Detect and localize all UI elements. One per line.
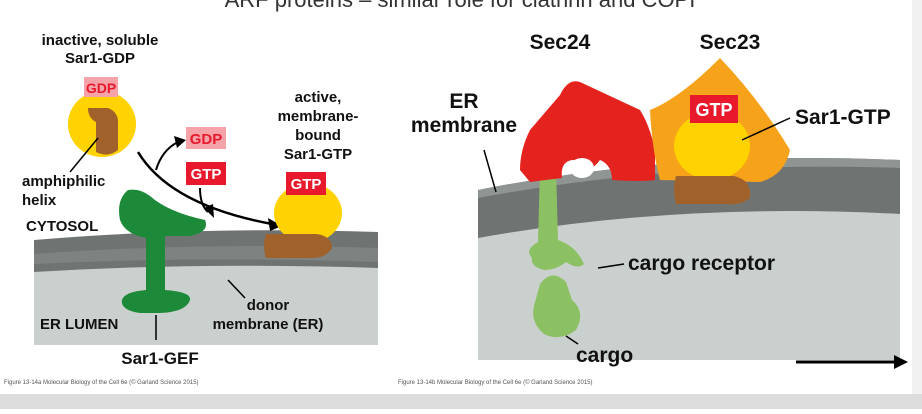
sec23-label: Sec23 — [700, 31, 761, 54]
er-lumen-label: ER LUMEN — [40, 316, 118, 333]
inactive-label: inactive, soluble — [42, 32, 159, 49]
cytosol-label: CYTOSOL — [26, 218, 98, 235]
membrane-label: membrane- — [278, 108, 359, 125]
sar1-gtp-pointer — [741, 117, 791, 141]
right-gtp-badge-bg — [690, 95, 738, 123]
bound-label: bound — [295, 127, 341, 144]
right-sar1-helix — [674, 176, 751, 205]
gdp-release-arrow — [155, 141, 179, 171]
er-label: ER — [449, 90, 478, 113]
slide-header: ARF proteins – similar role for clathrin… — [80, 0, 840, 13]
er-membrane-label: membrane — [411, 114, 517, 137]
next-arrow-head — [894, 355, 908, 369]
sar1-gtp-helix — [264, 234, 332, 258]
gdp-badge-bg — [84, 77, 118, 97]
gtp-in-bg — [186, 162, 226, 185]
right-panel: GTP Sec24 Sec23 ER membrane Sar1-GTP car… — [411, 31, 908, 369]
gdp-release-arrowhead — [174, 136, 186, 148]
sec24-hole — [570, 158, 594, 178]
gtp-in-label: GTP — [191, 166, 222, 183]
helix-pointer — [69, 137, 99, 173]
sar1-gef-shape — [119, 189, 206, 313]
right-sar1-gtp-body — [674, 112, 750, 180]
sar1-gtp-label: Sar1-GTP — [284, 146, 352, 163]
gtp-badge: GTP — [291, 176, 322, 193]
sar1-gdp-label: Sar1-GDP — [65, 50, 135, 67]
reaction-arrow-main — [136, 151, 273, 226]
cargo-shape — [533, 275, 581, 338]
left-figure-credit: Figure 13-14a Molecular Biology of the C… — [4, 380, 199, 386]
left-panel: GDP GDP GTP GTP — [22, 32, 378, 368]
right-figure-credit: Figure 13-14b Molecular Biology of the C… — [398, 380, 593, 386]
right-lumen-region — [478, 209, 900, 360]
cargo-label: cargo — [576, 344, 633, 367]
window-right-edge — [912, 0, 922, 394]
cargo-receptor-shape — [529, 164, 584, 270]
gdp-out-label: GDP — [190, 131, 223, 148]
sar1-gef-label: Sar1-GEF — [121, 349, 198, 368]
sec24-shape — [520, 81, 655, 182]
amphiphilic-label: amphiphilic — [22, 173, 105, 190]
gdp-out-bg — [186, 127, 226, 149]
donor-label: donor — [247, 297, 290, 314]
sec24-label: Sec24 — [530, 31, 591, 54]
sar1-gdp-helix — [88, 108, 118, 155]
cargo-pointer — [565, 335, 579, 345]
cargo-receptor-label: cargo receptor — [628, 252, 775, 275]
gtp-badge-bg — [286, 172, 326, 195]
er-membrane-pointer — [483, 149, 497, 193]
active-label: active, — [295, 89, 342, 106]
er-lumen-region — [34, 260, 378, 345]
right-sar1-gtp-label: Sar1-GTP — [795, 106, 891, 129]
sar1-gtp-body — [274, 183, 342, 243]
gtp-enter-arrowhead — [204, 204, 214, 218]
donor-pointer — [227, 279, 246, 299]
helix-label: helix — [22, 192, 57, 209]
reaction-arrowhead-main — [268, 218, 282, 231]
right-gtp-badge: GTP — [695, 100, 732, 120]
gdp-badge: GDP — [86, 80, 116, 96]
cargo-receptor-pointer — [597, 263, 625, 269]
window-bottom-bar — [0, 394, 922, 409]
donor-membrane-label: membrane (ER) — [213, 316, 324, 333]
